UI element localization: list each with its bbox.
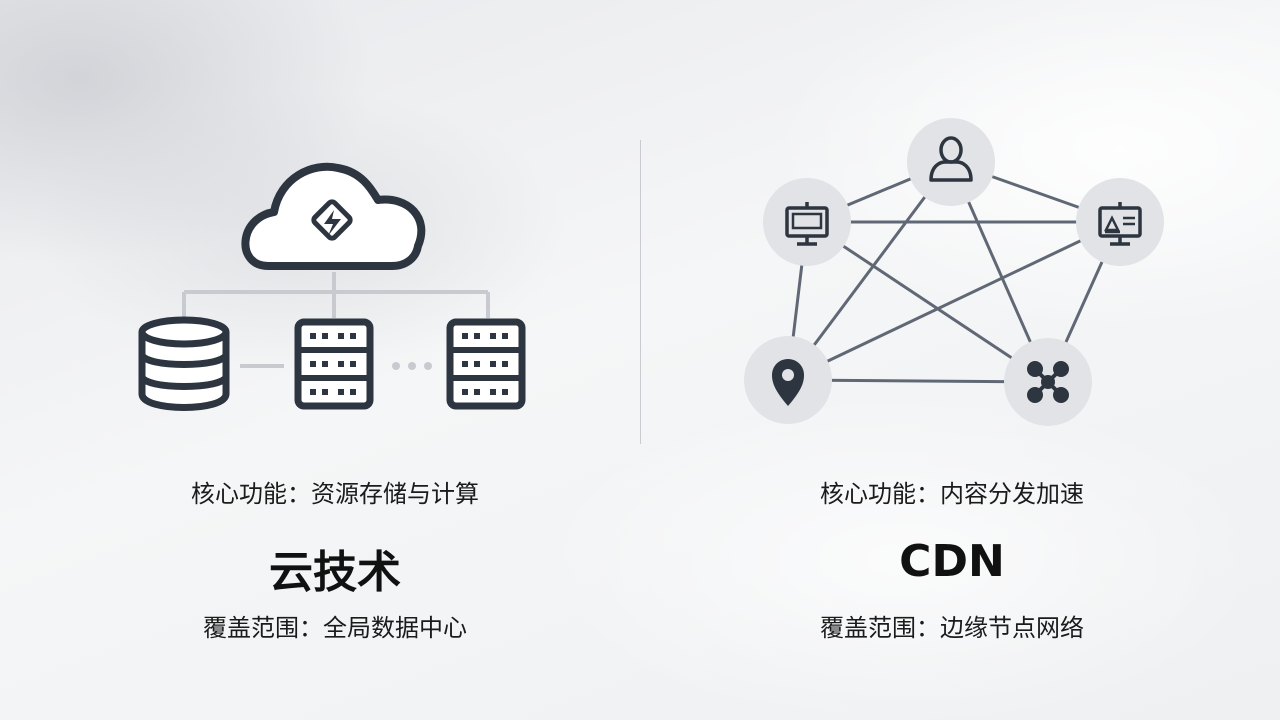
server-icon [446, 318, 526, 410]
network-hub-icon [1027, 361, 1069, 403]
network-node-presentation [1076, 178, 1164, 266]
cloud-icon [241, 162, 426, 270]
database-icon [138, 316, 230, 411]
network-node-hub [1004, 338, 1092, 426]
location-pin-icon [772, 359, 804, 406]
network-node-monitor [763, 178, 851, 266]
user-icon [929, 136, 973, 182]
cloud-title: 云技术 [269, 547, 401, 598]
cloud-coverage-text: 覆盖范围：全局数据中心 [203, 614, 467, 642]
cdn-coverage-text: 覆盖范围：边缘节点网络 [820, 614, 1084, 642]
cloud-connectors [182, 272, 490, 368]
network-node-location [744, 336, 832, 424]
cdn-feature-text: 核心功能：内容分发加速 [820, 480, 1084, 508]
presentation-icon [1098, 202, 1142, 246]
monitor-icon [785, 202, 829, 246]
network-node-user [907, 118, 995, 206]
server-icon [294, 318, 374, 410]
ellipsis-dots [392, 362, 432, 370]
cdn-title: CDN [899, 536, 1005, 587]
lightning-icon [311, 199, 353, 241]
cloud-feature-text: 核心功能：资源存储与计算 [191, 480, 479, 508]
center-divider [640, 140, 641, 444]
